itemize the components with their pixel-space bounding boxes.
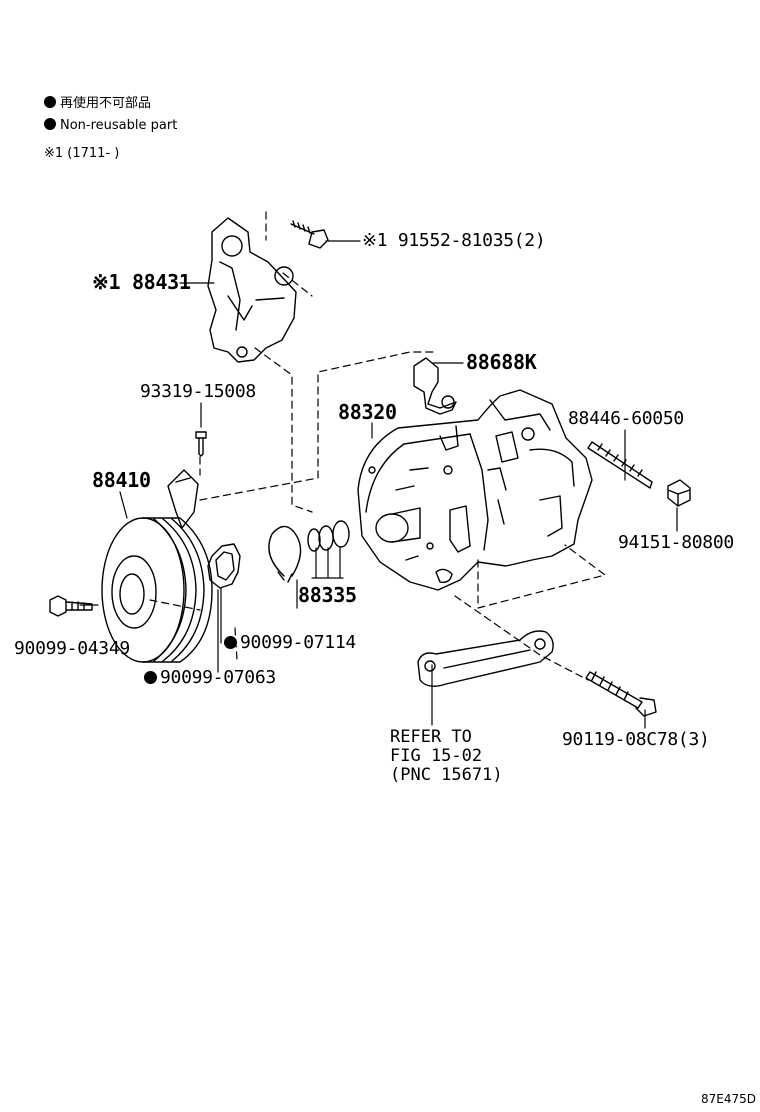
label-93319[interactable]: 93319-15008 [140,381,256,402]
label-94151[interactable]: 94151-80800 [618,532,734,553]
label-90099-07114-text: 90099-07114 [240,632,356,653]
screw-93319-icon [195,431,207,457]
o-rings-88335-icon [307,520,350,552]
label-88431[interactable]: ※1 88431 [92,270,191,294]
magnet-clutch-88410-icon [101,469,213,663]
legend-nonreusable-en: Non-reusable part [44,118,177,134]
label-88320[interactable]: 88320 [338,400,397,424]
label-88410[interactable]: 88410 [92,468,151,492]
nonreusable-dot-icon [144,671,157,684]
nonreusable-dot-icon [224,636,237,649]
compressor-88320-icon [357,389,593,591]
legend-footnote: ※1 (1711- ) [44,146,120,161]
label-91552[interactable]: ※1 91552-81035(2) [362,230,546,251]
legend-nonreusable-jp: 再使用不可部品 [44,96,151,112]
bolt-90119-icon [585,671,657,717]
label-90099-07063[interactable]: 90099-07063 [144,668,276,688]
illustration-code: 87E475D [701,1092,756,1106]
label-88688K[interactable]: 88688K [466,350,537,374]
nonreusable-dot-icon [44,118,56,130]
nonreusable-dot-icon [44,96,56,108]
refer-to-line-3[interactable]: (PNC 15671) [390,765,503,785]
strap-plate-reference-icon [417,630,554,687]
legend-en-text: Non-reusable part [60,118,178,133]
label-90099-04349[interactable]: 90099-04349 [14,638,130,659]
bolt-91552-icon [290,220,329,249]
legend-jp-text: 再使用不可部品 [60,96,152,111]
label-90099-07063-text: 90099-07063 [160,667,276,688]
shim-90099-07063-icon [207,543,241,589]
stud-bolt-88446-icon [587,441,653,489]
refer-to-line-1[interactable]: REFER TO [390,727,472,747]
label-88335[interactable]: 88335 [298,583,357,607]
label-88446[interactable]: 88446-60050 [568,408,684,429]
label-90119[interactable]: 90119-08C78(3) [562,729,710,750]
snap-ring-icon [268,525,302,583]
bracket-88431-icon [207,217,297,363]
label-90099-07114[interactable]: 90099-07114 [224,633,356,653]
refer-to-line-2[interactable]: FIG 15-02 [390,746,483,766]
bolt-90099-04349-icon [49,595,93,617]
nut-94151-icon [667,479,691,507]
bracket-88688K-icon [413,357,457,415]
